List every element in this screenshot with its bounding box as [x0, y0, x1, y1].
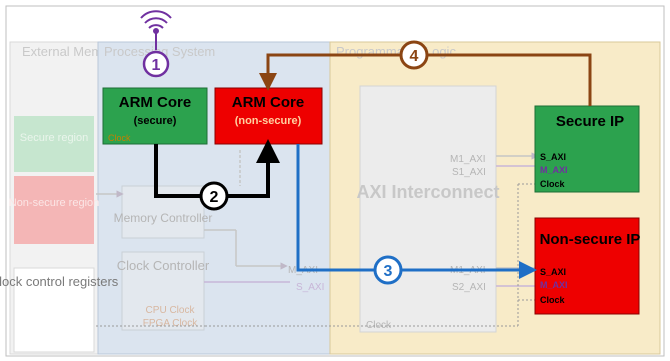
- nonsecure-ip-title: Non-secure IP: [540, 231, 641, 248]
- secure-region: [14, 116, 94, 172]
- step-2-badge: 2: [199, 181, 229, 211]
- nonsecure-ip-s-axi: S_AXI: [540, 267, 566, 277]
- secure-region-label: Secure region: [20, 132, 89, 144]
- non-secure-region: [14, 176, 94, 244]
- axi-interconnect-label: AXI Interconnect: [356, 182, 499, 202]
- step-3-badge: 3: [373, 255, 403, 285]
- axi-interconnect: [359, 85, 497, 333]
- nonsecure-ip: [534, 217, 640, 315]
- arm-core-secure-title: ARM Core: [119, 94, 192, 111]
- interconnect-clock-label: Clock: [366, 320, 392, 331]
- svg-text:1: 1: [152, 57, 161, 74]
- secure-ip: [534, 105, 640, 193]
- cpu-clock-label: CPU Clock: [146, 305, 196, 316]
- m1-axi-label: M1_AXI: [450, 154, 486, 165]
- arm-core-secure: [102, 87, 208, 145]
- programmable-logic-label: Programmable Logic: [336, 44, 456, 59]
- clock-controller: [121, 251, 205, 331]
- arm-core-nonsecure-subtitle: (non-secure): [235, 115, 302, 127]
- secure-ip-s-axi: S_AXI: [540, 152, 566, 162]
- memory-controller-label: Memory Controller: [114, 211, 213, 225]
- clock-control-registers-label: Clock control registers: [0, 274, 119, 289]
- step-1-badge: 1: [142, 50, 170, 78]
- svg-text:2: 2: [210, 189, 219, 206]
- faded-connections: [96, 150, 539, 287]
- arm-core-nonsecure-title: ARM Core: [232, 94, 305, 111]
- arm-core-secure-subtitle: (secure): [134, 115, 177, 127]
- s1-axi-label: S1_AXI: [452, 167, 486, 178]
- secure-ip-title: Secure IP: [556, 113, 624, 130]
- non-secure-region-label: Non-secure region: [9, 197, 100, 209]
- secure-ip-clock: Clock: [540, 179, 566, 189]
- external-memory-label: External Memory: [22, 44, 121, 59]
- svg-text:3: 3: [384, 263, 393, 280]
- secure-ip-m-axi: M_AXI: [540, 165, 568, 175]
- clock-controller-label: Clock Controller: [117, 258, 210, 273]
- svg-text:4: 4: [410, 48, 419, 65]
- clock-control-registers: [13, 267, 95, 353]
- fpga-clock-label: FPGA Clock: [143, 318, 198, 329]
- step-4-badge: 4: [399, 40, 429, 70]
- step4-arrow: [259, 53, 592, 106]
- step3-arrow: [296, 144, 537, 279]
- nonsecure-ip-m-axi: M_AXI: [540, 280, 568, 290]
- s2-axi-label: S2_AXI: [452, 282, 486, 293]
- nonsecure-ip-clock: Clock: [540, 295, 566, 305]
- s-axi-left-label: S_AXI: [296, 282, 324, 293]
- clock-dotted-lines: [96, 183, 535, 327]
- wireless-signal-icon: [140, 10, 172, 50]
- arm-core-secure-clock: Clock: [108, 133, 131, 143]
